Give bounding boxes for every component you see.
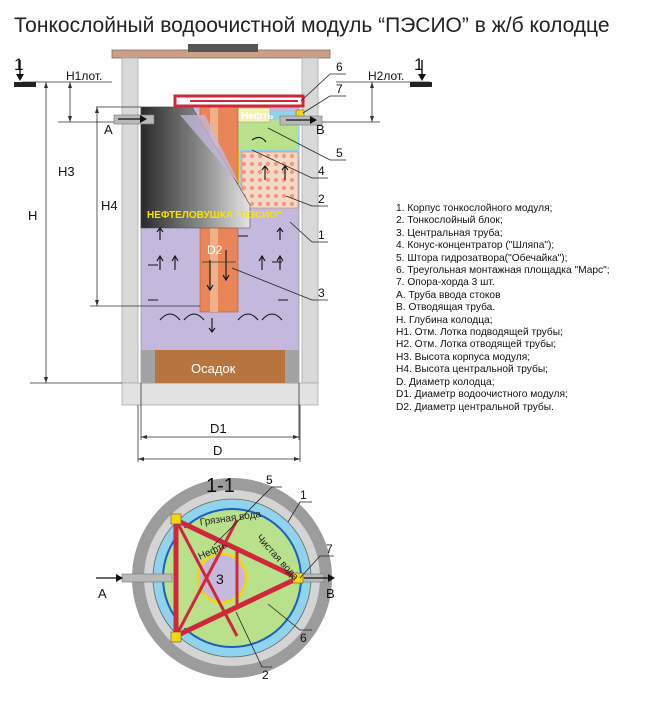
legend-item: А. Труба ввода стоков [396,289,501,301]
plan-view [96,478,335,678]
dimension-arrowheads [44,82,374,461]
well-hatch [188,44,258,52]
h4-label: Н4 [101,198,118,213]
h2-label: Н2лот. [368,69,404,83]
callout-7: 7 [336,82,343,96]
callout-2: 2 [318,192,325,206]
oil-label: Нефть [241,110,273,122]
legend-item: Н. Глубина колодца; [396,314,493,326]
plan-support-3 [292,572,304,584]
callout-5: 5 [336,146,343,160]
section-arrow-left-head [16,74,24,81]
legend-item: D1. Диаметр водоочистного модуля; [396,389,568,401]
sediment-cone [141,350,299,383]
dimension-lines [22,81,430,462]
cone-inner-cut [180,115,240,185]
plan-inlet-pipe [121,573,173,583]
lamella-block [241,151,299,209]
legend-item: 3. Центральная труба; [396,227,503,239]
plan-callout-2: 2 [262,668,269,682]
legend-item: 5. Штора гидрозатвора("Обечайка"); [396,252,568,264]
h3-label: Н3 [58,164,75,179]
legend-item: 1. Корпус тонкослойного модуля; [396,203,553,214]
section-mark-right [410,82,432,87]
legend-item: В. Отводящая труба. [396,302,496,314]
level-mark-left: 1 [14,55,23,74]
plan-callout-5: 5 [266,473,273,487]
flow-dashes [148,235,288,301]
outlet-arrow-head [310,116,317,124]
callout-6: 6 [336,60,343,74]
section-arrow-right-head [418,74,426,81]
legend-item: 6. Треугольная монтажная площадка "Марс"… [396,265,610,277]
level-mark-right: 1 [414,55,423,74]
inlet-label: А [104,122,113,137]
plan-inlet-label: А [98,586,107,601]
plan-section-title: 1-1 [206,475,235,497]
trap-name-label: НЕФТЕЛОВУШКА "ПЭСИО" [147,210,282,221]
outlet-label: В [316,122,325,137]
callout-leaders [231,73,346,301]
d1-label: D1 [210,421,227,436]
h-label: Н [28,208,37,223]
plan-outlet-arrow-head [328,574,335,582]
section-mark-left [14,82,36,87]
h1-label: Н1лот. [66,69,102,83]
legend-item: Н3. Высота корпуса модуля; [396,351,531,363]
well-bottom-slab [121,382,319,406]
plan-inlet-arrow-head [116,574,123,582]
inlet-arrow-head [140,115,147,123]
legend-item: Н2. Отм. Лотка отводящей трубы; [396,339,557,351]
plan-support-2 [170,631,182,643]
legend-list: 1. Корпус тонкослойного модуля;2. Тонкос… [396,203,610,414]
callout-3: 3 [318,286,325,300]
plan-callout-6: 6 [300,631,307,645]
plan-outlet-label: В [326,586,335,601]
legend-item: Н4. Высота центральной трубы; [396,364,548,376]
sediment-label: Осадок [191,361,236,376]
d-label: D [213,443,222,458]
plan-central-pipe [196,552,248,604]
flow-arrows [156,136,289,333]
legend-item: 7. Опора-хорда 3 шт. [396,277,495,289]
legend-item: 2. Тонкослойный блок; [396,215,503,227]
legend-item: Н1. Отм. Лотка подводящей трубы; [396,327,563,339]
mounting-frame [173,94,305,108]
sediment-wall-right [285,350,299,383]
legend-item: D. Диаметр колодца; [396,376,495,388]
plan-callout-leaders [213,486,334,668]
plan-frame-brace-2 [174,519,239,637]
plan-callout-1: 1 [300,488,307,502]
callout-4: 4 [318,164,325,178]
diagram-title: Тонкослойный водоочистной модуль “ПЭСИО”… [14,14,610,37]
pipe-diameter-label: D2 [207,243,223,257]
plan-callout-7: 7 [326,542,333,556]
legend-item: 4. Конус-концентратор ("Шляпа"); [396,240,555,252]
legend-item: D2. Диаметр центральной трубы. [396,401,554,413]
sediment-wall-left [141,350,155,383]
callout-1: 1 [318,228,325,242]
plan-center-label: 3 [216,571,224,587]
plan-support-1 [170,513,182,525]
